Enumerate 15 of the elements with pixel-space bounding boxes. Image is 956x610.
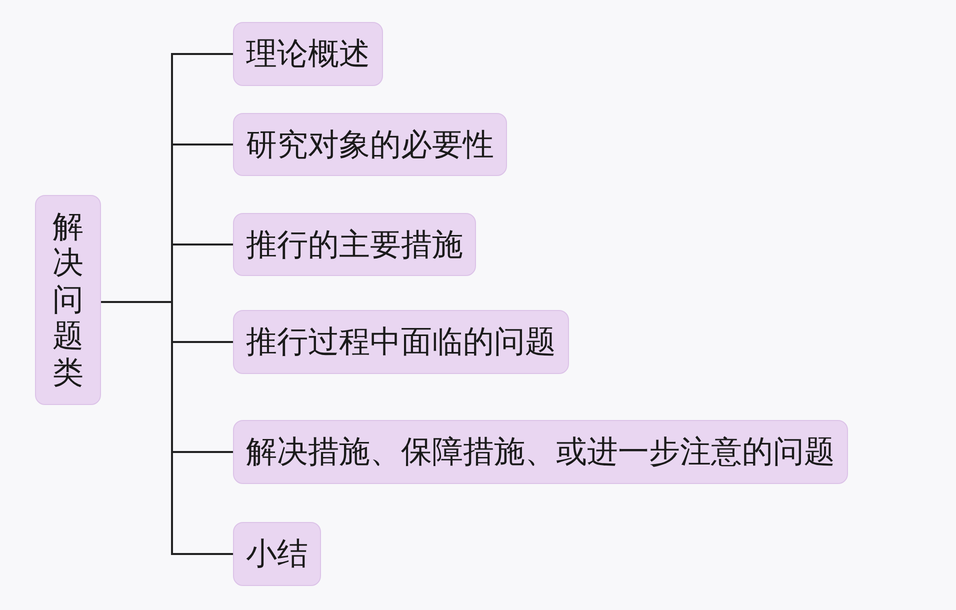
topic-text: 小结 (246, 535, 308, 574)
subtopic-box (233, 22, 383, 86)
subtopic-box (233, 310, 569, 374)
topic-text: 推行过程中面临的问题 (246, 323, 556, 362)
topic-text: 推行的主要措施 (246, 226, 463, 264)
topic-text: 解决措施、保障措施、或进一步注意的问题 (246, 433, 835, 472)
root-topic-box (35, 195, 101, 405)
subtopic-box (233, 522, 321, 586)
connector-line (101, 301, 233, 555)
subtopic-box (233, 113, 507, 176)
topic-text: 解决问题类 (52, 208, 84, 392)
subtopic-box (233, 420, 848, 484)
subtopic-box (233, 213, 476, 276)
topic-text: 研究对象的必要性 (246, 126, 494, 164)
topic-text: 理论概述 (246, 35, 370, 74)
